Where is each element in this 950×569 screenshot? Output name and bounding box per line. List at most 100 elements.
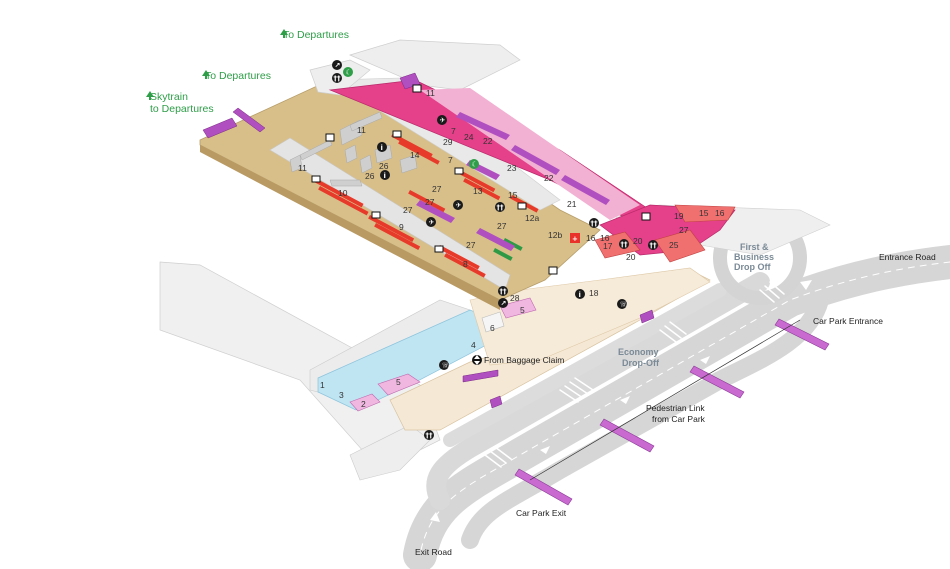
pink-zone (328, 79, 736, 263)
number-label: 27 (425, 197, 435, 207)
entrance-road-label: Entrance Road (879, 252, 936, 262)
number-label: 16 (586, 233, 596, 243)
economy-drop-off-line2: Drop-Off (622, 358, 660, 368)
number-label: 3 (339, 390, 344, 400)
luggage-icon (311, 130, 527, 253)
number-label: 13 (473, 186, 483, 196)
number-label: 7 (451, 126, 456, 136)
number-label: 9 (399, 222, 404, 232)
economy-drop-off-line1: Economy (618, 347, 659, 357)
number-label: 10 (338, 188, 348, 198)
road-network (403, 211, 950, 569)
prayer-room-icon: ☾ (343, 67, 353, 77)
escalator-sign-icon (325, 84, 651, 275)
telephone-icon: ☏ (617, 299, 629, 309)
first-aid-icon: + (570, 233, 580, 243)
number-label: 4 (471, 340, 476, 350)
svg-text:✈: ✈ (456, 202, 462, 210)
number-label: 25 (669, 240, 679, 250)
restroom-icon: †† (424, 430, 434, 440)
number-label: 23 (507, 163, 517, 173)
airplane-icon: ✈ (437, 115, 447, 125)
number-label: 28 (510, 293, 520, 303)
number-label: 19 (674, 211, 684, 221)
number-label: 26 (365, 171, 375, 181)
exit-road-label: Exit Road (415, 547, 452, 557)
svg-text:i: i (579, 291, 581, 299)
number-label: 12b (548, 230, 562, 240)
number-label: 7 (448, 155, 453, 165)
restroom-icon: †† (498, 286, 508, 296)
number-label: 15 (508, 190, 518, 200)
airplane-icon: ✈ (426, 217, 436, 227)
skytrain-sign-line2: to Departures (150, 103, 214, 115)
location-numbers: 1 2 3 4 5 5 6 7 7 8 9 10 11 11 11 12a 12… (298, 88, 725, 409)
number-label: 18 (589, 288, 599, 298)
svg-text:↗: ↗ (501, 300, 507, 308)
number-label: 16 (715, 208, 725, 218)
number-label: 22 (483, 136, 493, 146)
pedestrian-link-line1: Pedestrian Link (646, 403, 705, 413)
svg-text:✈: ✈ (429, 219, 435, 227)
svg-text:††: †† (650, 242, 658, 250)
number-label: 27 (679, 225, 689, 235)
car-park-entrance-label: Car Park Entrance (813, 316, 883, 326)
restroom-icon: †† (619, 239, 629, 249)
number-label: 27 (403, 205, 413, 215)
number-label: 21 (567, 199, 577, 209)
restroom-icon: †† (332, 73, 342, 83)
svg-text:☏: ☏ (442, 362, 451, 370)
svg-text:i: i (381, 144, 383, 152)
information-icon: i (377, 142, 387, 152)
zone-labels: Economy Drop-Off First & Business Drop O… (618, 242, 774, 368)
escalator-icon: ↗ (332, 60, 342, 70)
number-label: 29 (443, 137, 453, 147)
svg-text:☾: ☾ (346, 69, 352, 77)
number-label: 11 (426, 88, 435, 98)
number-label: 1 (320, 380, 325, 390)
svg-text:††: †† (621, 241, 629, 249)
svg-text:↗: ↗ (335, 62, 341, 70)
to-departures-sign-2: To Departures (283, 29, 349, 41)
restroom-icon: †† (648, 240, 658, 250)
information-icon: i (380, 170, 390, 180)
to-departures-sign-1: To Departures (205, 70, 271, 82)
svg-text:††: †† (500, 288, 508, 296)
number-label: 15 (699, 208, 709, 218)
telephone-icon: ☏ (439, 360, 451, 370)
svg-text:☏: ☏ (620, 301, 629, 309)
number-label: 26 (379, 161, 389, 171)
number-label: 27 (497, 221, 507, 231)
number-label: 12a (525, 213, 539, 223)
double-arrow-icon (472, 355, 482, 365)
first-business-line2: Business (734, 252, 774, 262)
airplane-icon: ✈ (453, 200, 463, 210)
prayer-room-icon: ☾ (469, 159, 479, 169)
number-label: 14 (410, 150, 420, 160)
number-label: 20 (626, 252, 636, 262)
svg-text:i: i (384, 172, 386, 180)
lower-platforms (159, 261, 711, 481)
svg-text:☾: ☾ (472, 161, 478, 169)
number-label: 22 (544, 173, 554, 183)
departure-signs: Skytrain to Departures To Departures To … (146, 29, 349, 115)
svg-text:✈: ✈ (440, 117, 446, 125)
number-label: 5 (520, 305, 525, 315)
seating-rows (313, 133, 539, 278)
number-label: 27 (466, 240, 476, 250)
number-label: 27 (432, 184, 442, 194)
up-arrow-icon (146, 29, 288, 100)
from-baggage-claim-label: From Baggage Claim (484, 355, 564, 365)
restroom-icon: †† (495, 202, 505, 212)
svg-text:††: †† (497, 204, 505, 212)
pedestrian-leader-line (529, 319, 801, 481)
number-label: 24 (464, 132, 474, 142)
number-label: 8 (463, 259, 468, 269)
svg-text:††: †† (591, 220, 599, 228)
pedestrian-link-line2: from Car Park (652, 414, 706, 424)
number-label: 16 (600, 233, 610, 243)
number-label: 5 (396, 377, 401, 387)
first-business-line1: First & (740, 242, 769, 252)
restroom-icon: †† (589, 218, 599, 228)
